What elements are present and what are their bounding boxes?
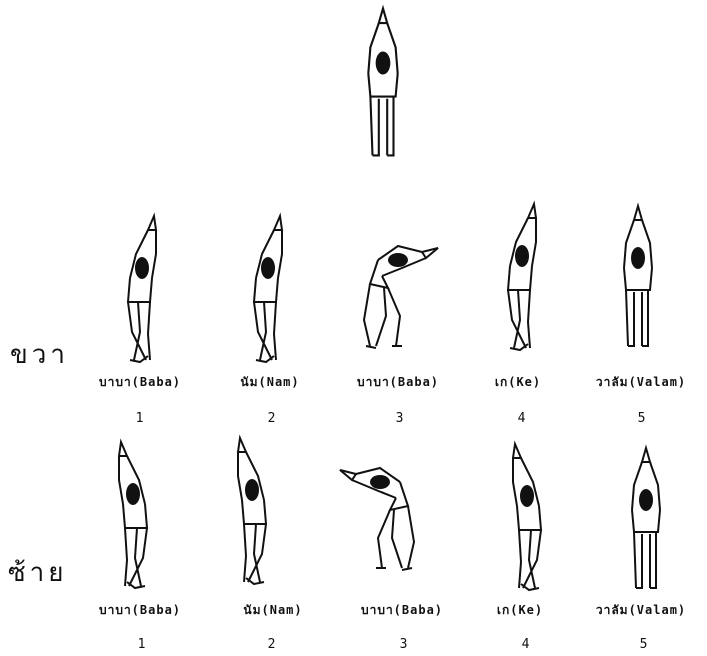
right-pose-3-name: บาบา(Baba): [338, 376, 458, 388]
left-pose-3-number: 3: [394, 638, 414, 651]
right-pose-2-number: 2: [262, 412, 282, 425]
right-pose-1-name: บาบา(Baba): [80, 376, 200, 388]
right-pose-1-number: 1: [130, 412, 150, 425]
figure-right-2: [254, 216, 282, 362]
left-pose-4-number: 4: [516, 638, 536, 651]
right-pose-5-number: 5: [632, 412, 652, 425]
figure-right-4: [508, 204, 536, 350]
figure-right-5: [624, 206, 652, 346]
figure-left-3: [340, 468, 414, 570]
left-pose-4-name: เก(Ke): [470, 604, 570, 616]
left-pose-2-name: นัม(Nam): [218, 604, 328, 616]
right-side-label: ขวา: [10, 342, 69, 368]
right-pose-4-number: 4: [512, 412, 532, 425]
figure-right-1: [128, 216, 156, 362]
left-pose-1-name: บาบา(Baba): [80, 604, 200, 616]
figure-left-4: [513, 444, 541, 590]
figure-top-standing: [368, 8, 397, 155]
left-pose-5-number: 5: [634, 638, 654, 651]
left-side-label: ซ้าย: [8, 560, 67, 586]
right-pose-3-number: 3: [390, 412, 410, 425]
figure-right-3: [364, 246, 438, 348]
left-pose-5-name: วาลัม(Valam): [578, 604, 704, 616]
left-pose-2-number: 2: [262, 638, 282, 651]
figure-left-5: [632, 448, 660, 588]
right-pose-5-name: วาลัม(Valam): [578, 376, 704, 388]
left-pose-1-number: 1: [132, 638, 152, 651]
left-pose-3-name: บาบา(Baba): [342, 604, 462, 616]
right-pose-4-name: เก(Ke): [468, 376, 568, 388]
figure-left-2: [238, 438, 266, 584]
figure-left-1: [119, 442, 147, 588]
right-pose-2-name: นัม(Nam): [215, 376, 325, 388]
